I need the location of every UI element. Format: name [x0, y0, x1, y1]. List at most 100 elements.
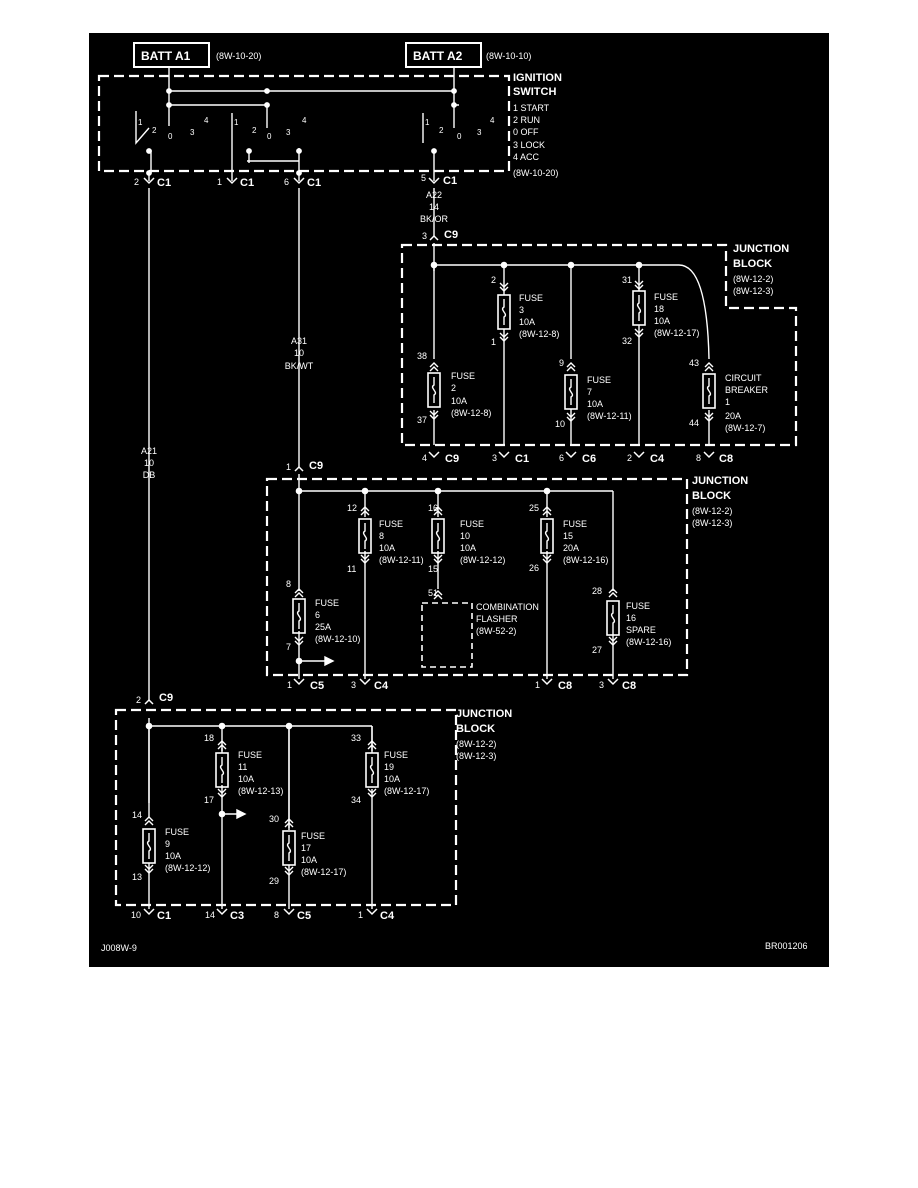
diagram-text: 3	[422, 231, 427, 241]
jb3-title-1: JUNCTION	[456, 708, 512, 720]
diagram-text: (8W-12-7)	[725, 423, 765, 433]
figure-code-left: J008W-9	[101, 943, 137, 953]
diagram-text: 0	[457, 132, 462, 141]
diagram-text: 10	[131, 910, 141, 920]
diagram-text: (8W-12-10)	[315, 634, 360, 644]
diagram-text: 1	[287, 680, 292, 690]
diagram-text: 18	[204, 733, 214, 743]
diagram-text: FUSE	[587, 375, 611, 385]
diagram-text: 8	[274, 910, 279, 920]
fuse-6-symbol	[292, 598, 306, 634]
diagram-text: 51	[428, 588, 438, 598]
diagram-text: 1	[138, 118, 143, 127]
diagram-text: 19	[384, 762, 394, 772]
diagram-text: 9	[165, 839, 170, 849]
diagram-text: 3	[599, 680, 604, 690]
diagram-text: 34	[351, 795, 361, 805]
diagram-text: 20A	[725, 411, 741, 421]
diagram-text: DB	[143, 470, 156, 480]
diagram-text: 1	[725, 397, 730, 407]
diagram-text: 3	[190, 128, 195, 137]
fuse-8-symbol	[358, 518, 372, 554]
diagram-text: 14	[429, 202, 439, 212]
diagram-text: 3	[519, 305, 524, 315]
diagram-text: 10A	[451, 396, 467, 406]
diagram-text: 3	[492, 453, 497, 463]
diagram-text: 10A	[519, 317, 535, 327]
diagram-text: 17	[204, 795, 214, 805]
diagram-text: 33	[351, 733, 361, 743]
fuse-7-symbol	[564, 374, 578, 410]
jb2-out-c8-a: C8	[558, 680, 572, 692]
diagram-text: FUSE	[315, 598, 339, 608]
diagram-text: 4	[204, 116, 209, 125]
jb3-out-c3: C3	[230, 910, 244, 922]
diagram-text: 25A	[315, 622, 331, 632]
jb2-title-2: BLOCK	[692, 490, 731, 502]
diagram-text: 10A	[384, 774, 400, 784]
diagram-text: 16	[428, 503, 438, 513]
diagram-text: (8W-12-16)	[626, 637, 671, 647]
diagram-text: (8W-12-13)	[238, 786, 283, 796]
diagram-text: 18	[654, 304, 664, 314]
diagram-text: 10	[460, 531, 470, 541]
diagram-text: (8W-12-17)	[654, 328, 699, 338]
diagram-text: 0	[267, 132, 272, 141]
diagram-text: FUSE	[238, 750, 262, 760]
ignition-title-1: IGNITION	[513, 72, 562, 84]
diagram-text: (8W-12-8)	[451, 408, 491, 418]
diagram-text: FUSE	[626, 601, 650, 611]
diagram-text: 14	[132, 810, 142, 820]
diagram-text: 8	[379, 531, 384, 541]
diagram-text: BREAKER	[725, 385, 769, 395]
diagram-text: 10A	[460, 543, 476, 553]
diagram-text: 1	[234, 118, 239, 127]
diagram-text: 9	[559, 358, 564, 368]
jb3-out-c1: C1	[157, 910, 171, 922]
fuse-18-symbol	[632, 290, 646, 326]
wire-a31-id: A31	[291, 336, 307, 346]
junction-block-3-box	[114, 708, 458, 907]
diagram-text: 1	[358, 910, 363, 920]
connector-c1-a: C1	[157, 177, 171, 189]
diagram-text: 15	[428, 564, 438, 574]
diagram-text: 7	[587, 387, 592, 397]
diagram-text: 0	[168, 132, 173, 141]
ignition-legend-start: 1 START	[513, 103, 550, 113]
batt-a1-ref: (8W-10-20)	[216, 51, 261, 61]
jb1-out-c9: C9	[445, 453, 459, 465]
connector-c1-b: C1	[240, 177, 254, 189]
jb1-out-c1: C1	[515, 453, 529, 465]
fuse-3-symbol	[497, 294, 511, 330]
diagram-text: 6	[559, 453, 564, 463]
diagram-text: 4	[490, 116, 495, 125]
connector-c1-c: C1	[307, 177, 321, 189]
batt-a2-ref: (8W-10-10)	[486, 51, 531, 61]
diagram-text: 15	[563, 531, 573, 541]
junction-block-2-box	[265, 477, 689, 677]
diagram-text: 1	[491, 337, 496, 347]
diagram-text: 1	[217, 177, 222, 187]
diagram-text: 25	[529, 503, 539, 513]
jb2-title-1: JUNCTION	[692, 475, 748, 487]
diagram-text: 11	[347, 564, 356, 574]
jb1-title-1: JUNCTION	[733, 243, 789, 255]
diagram-text: (8W-12-12)	[460, 555, 505, 565]
connector-c1-d: C1	[443, 175, 457, 187]
diagram-text: (8W-12-17)	[384, 786, 429, 796]
diagram-text: 13	[132, 872, 142, 882]
jb1-out-c6: C6	[582, 453, 596, 465]
diagram-text: 2	[134, 177, 139, 187]
diagram-text: 27	[592, 645, 602, 655]
diagram-text: 2	[152, 126, 157, 135]
diagram-text: FUSE	[654, 292, 678, 302]
diagram-text: 17	[301, 843, 311, 853]
diagram-text: 6	[315, 610, 320, 620]
diagram-text: 10A	[301, 855, 317, 865]
ignition-legend-acc: 4 ACC	[513, 152, 540, 162]
diagram-text: 1	[535, 680, 540, 690]
diagram-text: (8W-12-2)	[733, 274, 773, 284]
circuit-breaker-1-symbol	[702, 373, 716, 409]
jb3-out-c4: C4	[380, 910, 395, 922]
diagram-text: (8W-12-3)	[456, 751, 496, 761]
